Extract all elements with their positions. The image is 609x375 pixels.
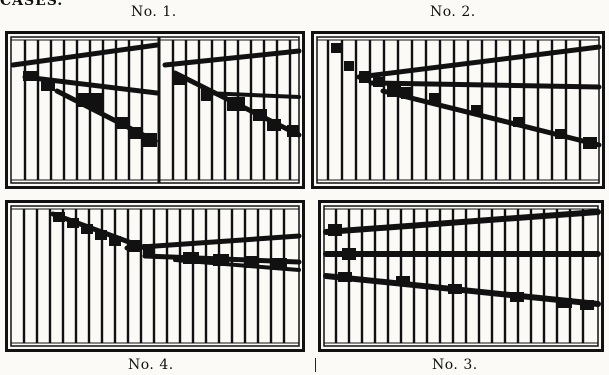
case-illustration-no-2	[311, 31, 605, 189]
page-heading: CASES.	[0, 0, 64, 9]
caption-no-4: No. 4.	[128, 357, 174, 373]
case-illustration-no-4	[5, 200, 305, 352]
center-tick-mark	[315, 358, 316, 372]
case-panel-no-3	[318, 200, 604, 352]
caption-no-2: No. 2.	[430, 4, 476, 20]
case-panel-no-1	[5, 31, 305, 189]
case-panel-no-2	[311, 31, 605, 189]
case-illustration-no-3	[318, 200, 604, 352]
caption-no-3: No. 3.	[432, 357, 478, 373]
case-panel-no-4	[5, 200, 305, 352]
caption-no-1: No. 1.	[131, 4, 177, 20]
case-illustration-no-1	[5, 31, 305, 189]
